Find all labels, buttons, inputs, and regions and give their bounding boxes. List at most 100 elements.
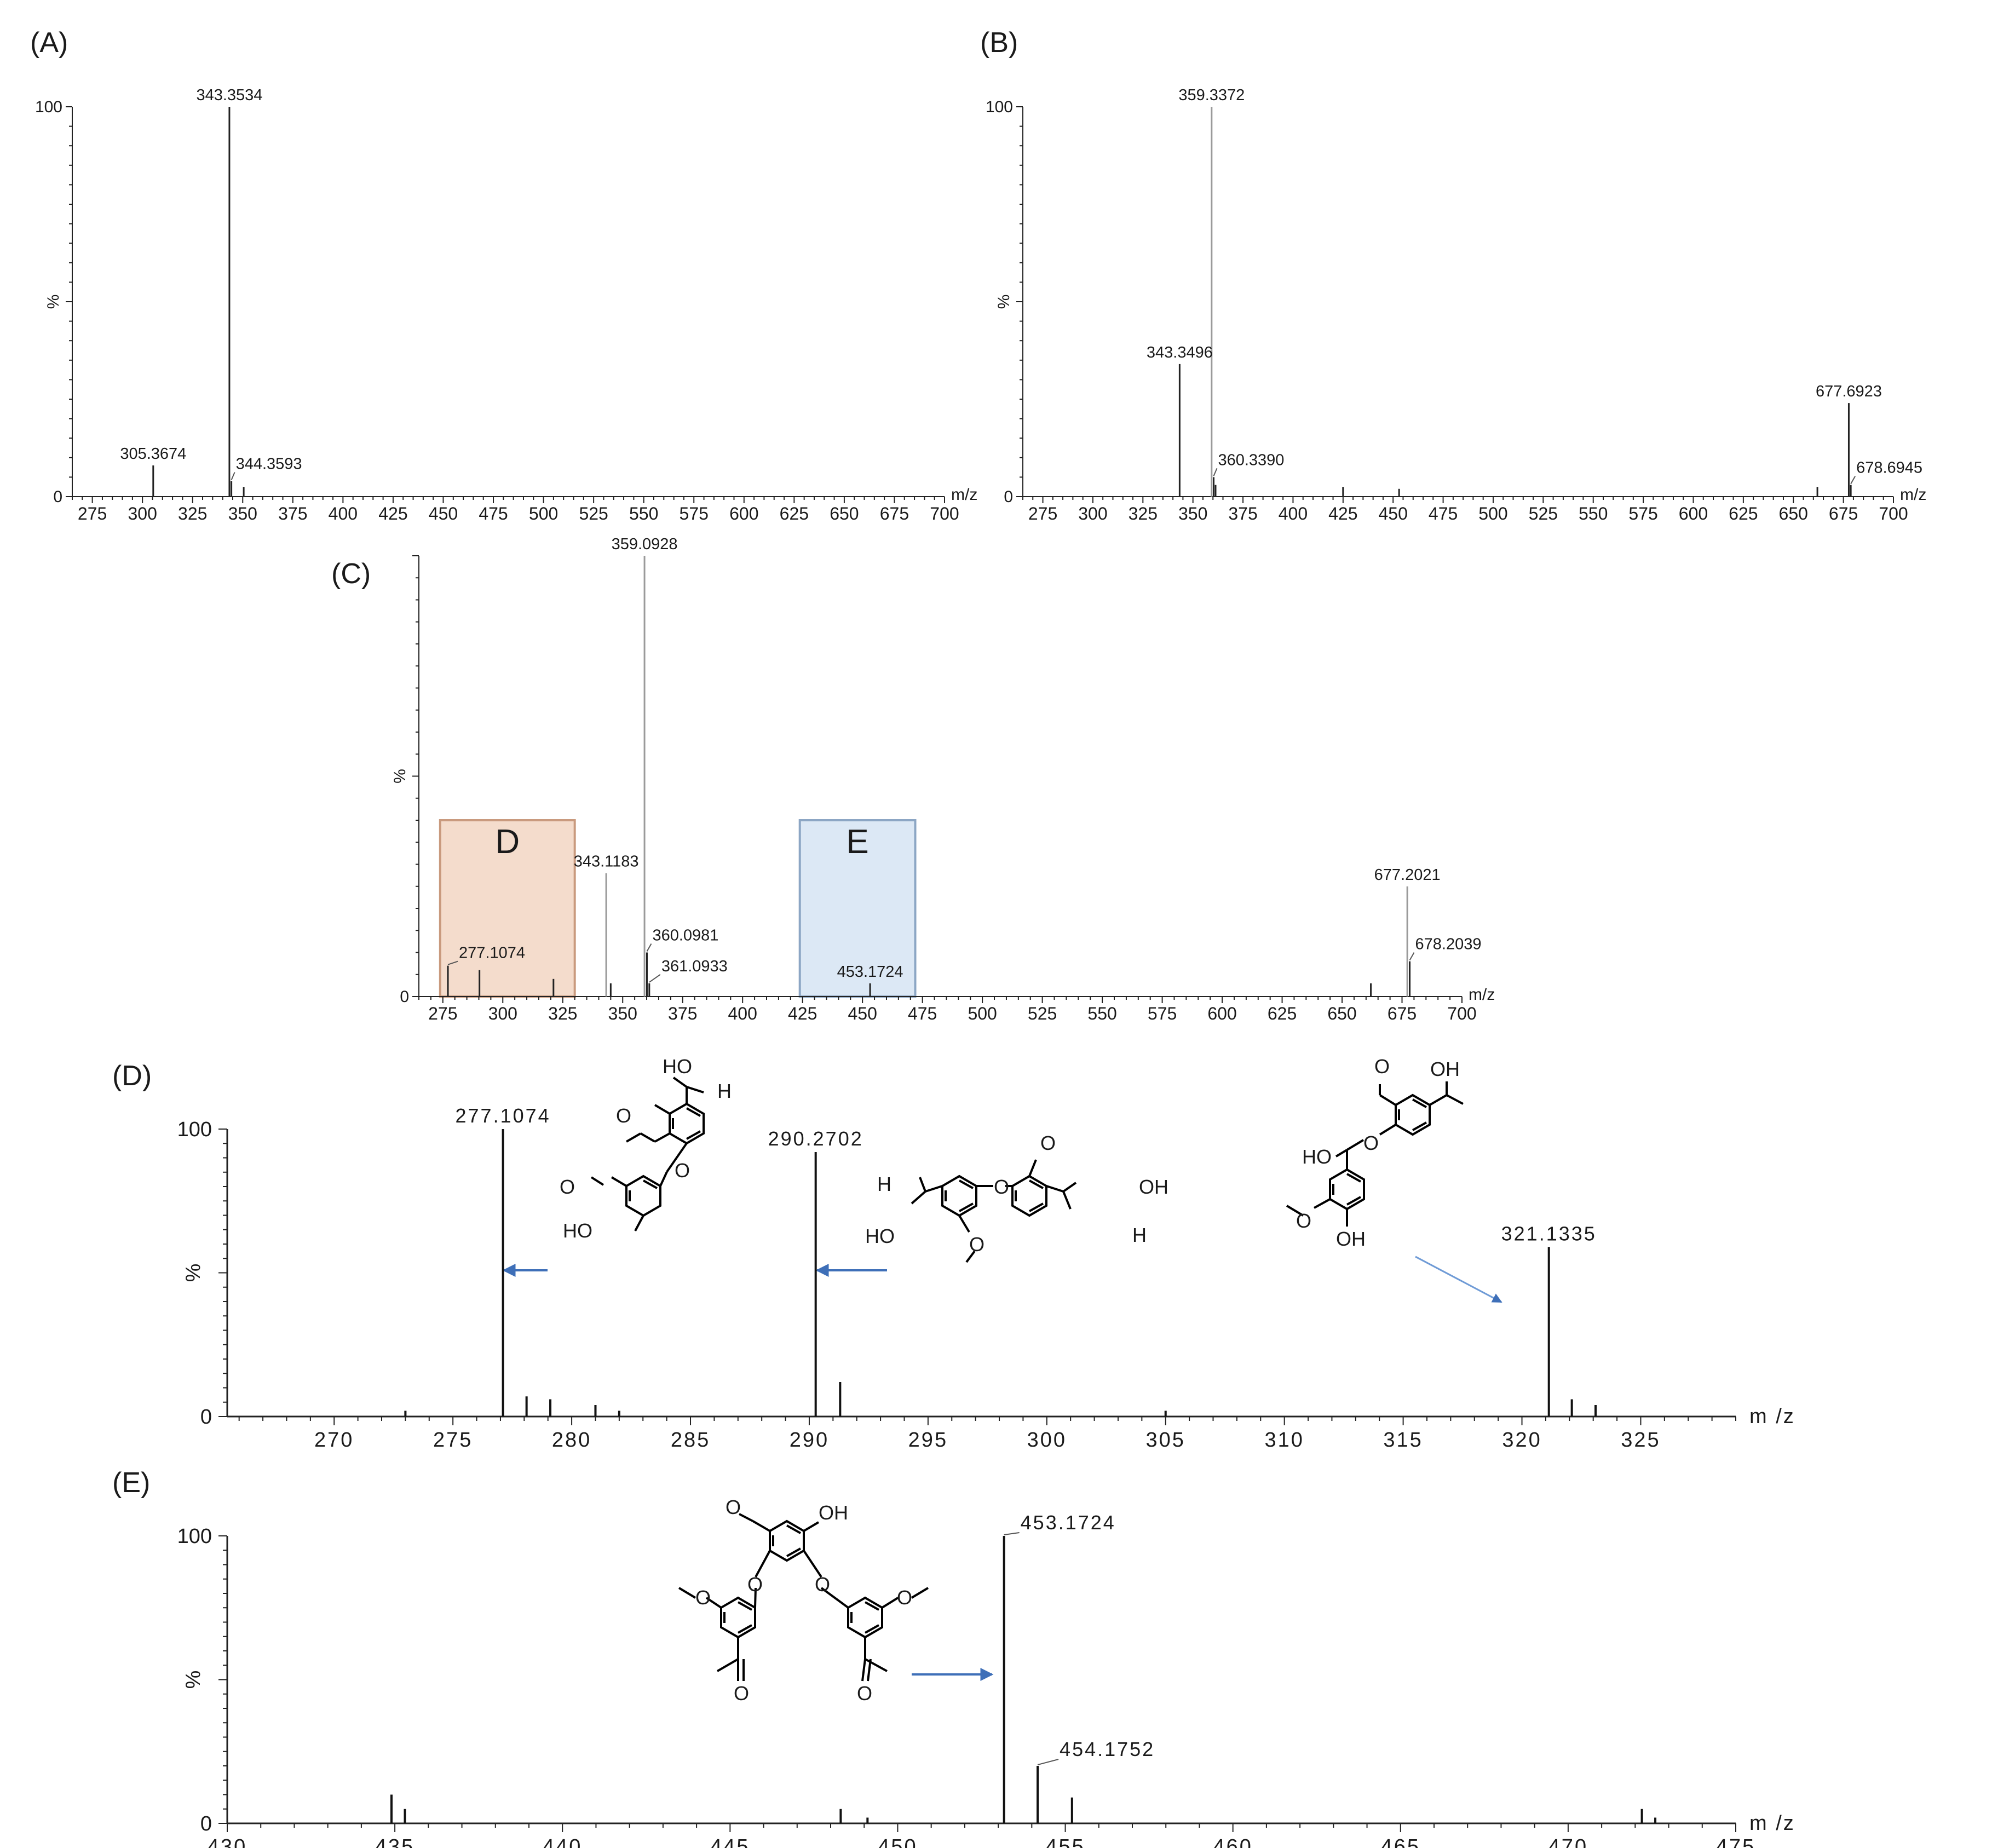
x-tick-label-b: 700 — [1879, 504, 1908, 523]
peak-label-d-0: 277.1074 — [456, 1104, 551, 1127]
structure-453 — [678, 1513, 929, 1682]
x-tick-label-c: 575 — [1148, 1004, 1177, 1023]
peak-leader-c-3 — [649, 974, 661, 983]
x-tick-label-b: 475 — [1429, 504, 1458, 523]
x-tick-label-c: 350 — [608, 1004, 637, 1023]
x-tick-label-d: 315 — [1383, 1429, 1423, 1452]
struct-290-methoxy-o2: O — [969, 1233, 985, 1256]
peak-label-c-4: 277.1074 — [459, 945, 525, 962]
peak-leader-e-0 — [1004, 1532, 1020, 1535]
x-tick-label-a: 300 — [128, 504, 157, 523]
x-tick-label-c: 625 — [1268, 1004, 1297, 1023]
x-tick-label-e: 475 — [1716, 1835, 1755, 1848]
x-tick-label-c: 275 — [428, 1004, 457, 1023]
y-tick-label-e: 0 — [200, 1812, 212, 1835]
x-tick-label-d: 305 — [1146, 1429, 1185, 1452]
x-axis-label-a: m/z — [951, 486, 977, 504]
x-tick-label-e: 430 — [208, 1835, 247, 1848]
y-axis-label-d: % — [182, 1264, 205, 1282]
peak-label-c-0: 359.0928 — [612, 536, 678, 553]
x-tick-label-a: 500 — [529, 504, 558, 523]
x-tick-label-d: 275 — [433, 1429, 473, 1452]
x-tick-label-c: 300 — [488, 1004, 517, 1023]
struct-290-h-left: H — [877, 1173, 891, 1195]
x-tick-label-c: 475 — [908, 1004, 937, 1023]
x-tick-label-a: 650 — [830, 504, 859, 523]
x-tick-label-b: 300 — [1078, 504, 1107, 523]
struct-277-ho-bottom: HO — [563, 1219, 592, 1242]
x-tick-label-a: 700 — [930, 504, 959, 523]
peak-label-a-2: 344.3593 — [236, 456, 302, 473]
y-axis-label-a: % — [44, 295, 62, 309]
y-axis-label-e: % — [182, 1671, 205, 1689]
y-tick-label-a: 100 — [35, 98, 62, 116]
x-tick-label-d: 270 — [314, 1429, 354, 1452]
y-tick-label-e: 100 — [177, 1525, 212, 1548]
struct-321-methoxy-o: O — [1374, 1055, 1390, 1078]
x-tick-label-a: 375 — [278, 504, 307, 523]
x-tick-label-c: 325 — [548, 1004, 577, 1023]
peak-label-c-2: 360.0981 — [652, 927, 718, 945]
struct-290-h-right: H — [1132, 1224, 1147, 1246]
panel-b-label: (B) — [980, 27, 1018, 59]
peak-label-c-3: 361.0933 — [661, 958, 728, 975]
x-tick-label-d: 295 — [908, 1429, 948, 1452]
struct-453-methoxy-o-right: O — [897, 1586, 912, 1609]
y-tick-label-b: 100 — [986, 98, 1013, 116]
struct-453-ketone-o-left: O — [734, 1682, 749, 1705]
x-tick-label-c: 500 — [968, 1004, 997, 1023]
x-tick-label-c: 700 — [1447, 1004, 1476, 1023]
x-tick-label-b: 625 — [1729, 504, 1758, 523]
x-axis-label-c: m/z — [1469, 986, 1495, 1004]
struct-453-ether-o-right: O — [815, 1573, 830, 1596]
x-tick-label-b: 375 — [1228, 504, 1257, 523]
peak-label-d-2: 321.1335 — [1501, 1222, 1597, 1245]
x-tick-label-d: 300 — [1027, 1429, 1067, 1452]
panel-e-label: (E) — [112, 1467, 150, 1499]
peak-leader-c-4 — [447, 960, 458, 965]
x-tick-label-c: 400 — [728, 1004, 757, 1023]
peak-label-c-1: 343.1183 — [574, 853, 639, 871]
struct-290-ether-o: O — [994, 1176, 1009, 1198]
peak-label-a-0: 343.3534 — [196, 87, 262, 104]
highlight-box-e-label: E — [846, 823, 868, 861]
x-tick-label-a: 275 — [78, 504, 107, 523]
x-tick-label-b: 525 — [1529, 504, 1558, 523]
struct-321-oh-bottom: OH — [1336, 1228, 1366, 1250]
x-axis-label-e: m /z — [1749, 1812, 1795, 1835]
peak-label-a-1: 305.3674 — [120, 445, 186, 463]
x-tick-label-c: 675 — [1388, 1004, 1417, 1023]
struct-277-methoxy-o: O — [560, 1176, 575, 1198]
panel-c-label: (C) — [331, 558, 371, 590]
struct-321-ho: HO — [1302, 1145, 1332, 1168]
peak-label-c-9: 678.2039 — [1415, 936, 1482, 953]
x-tick-label-b: 400 — [1279, 504, 1308, 523]
x-tick-label-b: 650 — [1779, 504, 1808, 523]
x-tick-label-e: 470 — [1548, 1835, 1588, 1848]
y-tick-label-a: 0 — [53, 488, 62, 506]
struct-321-ether-o: O — [1363, 1132, 1379, 1154]
x-tick-label-a: 325 — [178, 504, 207, 523]
peak-label-d-1: 290.2702 — [768, 1127, 863, 1150]
y-axis-label-c: % — [391, 769, 409, 784]
peak-leader-c-2 — [646, 943, 652, 952]
x-tick-label-d: 325 — [1621, 1429, 1660, 1452]
x-tick-label-b: 675 — [1829, 504, 1858, 523]
x-tick-label-e: 440 — [543, 1835, 582, 1848]
arrow-to-321 — [1415, 1256, 1502, 1303]
x-tick-label-e: 435 — [375, 1835, 414, 1848]
struct-277-ether-o: O — [616, 1104, 631, 1127]
struct-453-ether-o-left: O — [747, 1573, 763, 1596]
panel-d-label: (D) — [112, 1060, 152, 1092]
x-tick-label-b: 600 — [1679, 504, 1708, 523]
x-tick-label-a: 675 — [880, 504, 909, 523]
x-tick-label-c: 425 — [788, 1004, 817, 1023]
x-tick-label-a: 350 — [228, 504, 257, 523]
peak-label-c-8: 677.2021 — [1374, 866, 1441, 884]
struct-290-ho: HO — [865, 1225, 895, 1247]
x-tick-label-b: 550 — [1579, 504, 1608, 523]
x-tick-label-e: 465 — [1381, 1835, 1420, 1848]
